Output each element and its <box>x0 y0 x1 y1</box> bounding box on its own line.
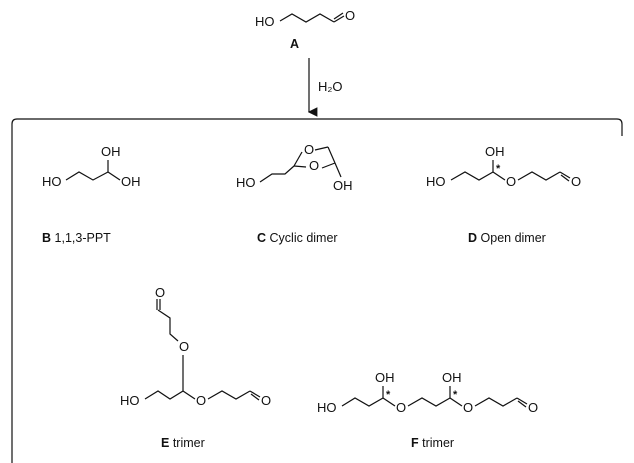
molecule-e-chain-left <box>144 367 184 400</box>
atom-ho: HO <box>317 400 337 415</box>
molecule-c-ring-bond5 <box>293 165 307 168</box>
desc-f: trimer <box>422 436 454 450</box>
atom-o1: O <box>304 142 314 157</box>
atom-oh1: OH <box>375 370 395 385</box>
molecule-f-bond-o2 <box>449 397 463 407</box>
molecule-c: HO O O OH <box>236 142 353 193</box>
atom-o: O <box>196 393 206 408</box>
desc-c: Cyclic dimer <box>270 231 338 245</box>
molecule-d-carbonyl-double <box>560 174 570 182</box>
atom-o: O <box>345 8 355 23</box>
caption-c: C Cyclic dimer <box>257 231 338 245</box>
molecule-a-carbonyl-bond <box>333 15 345 23</box>
caption-d: D Open dimer <box>468 231 546 245</box>
molecule-d-chain2 <box>517 171 561 181</box>
desc-e: trimer <box>173 436 205 450</box>
products-bracket <box>11 118 623 463</box>
atom-o-top: O <box>155 285 165 300</box>
atom-o-mid: O <box>179 339 189 354</box>
stereocenter-star-2: * <box>453 389 458 401</box>
label-d: D <box>468 231 477 245</box>
molecule-f-carbonyl-bond <box>516 397 528 405</box>
stereocenter-star-1: * <box>386 389 391 401</box>
atom-oh: OH <box>485 144 505 159</box>
atom-o2: O <box>309 158 319 173</box>
desc-b: 1,1,3-PPT <box>55 231 112 245</box>
atom-o-end: O <box>528 400 538 415</box>
atom-oh-top: OH <box>101 144 121 159</box>
molecule-d-carbonyl-bond <box>559 171 571 179</box>
molecule-f-chain2 <box>407 397 451 407</box>
caption-f: F trimer <box>411 436 454 450</box>
molecule-a-chain <box>279 13 335 23</box>
molecule-f-carbonyl-double <box>517 400 527 408</box>
atom-o1: O <box>396 400 406 415</box>
atom-ho: HO <box>236 175 256 190</box>
molecule-d-bond-o <box>492 171 506 181</box>
atom-ho: HO <box>120 393 140 408</box>
atom-oh-right: OH <box>121 174 141 189</box>
atom-o-end: O <box>261 393 271 408</box>
label-e: E <box>161 436 169 450</box>
atom-ho: HO <box>426 174 446 189</box>
stereocenter-star: * <box>496 163 501 175</box>
molecule-c-ring-bond2 <box>314 146 329 151</box>
molecule-c-ring-bond1 <box>293 151 303 167</box>
atom-o: O <box>506 174 516 189</box>
molecule-e: O O HO O O <box>120 285 271 408</box>
molecule-a-carbonyl-double <box>333 12 344 20</box>
molecule-c-ring-bond3 <box>327 146 336 164</box>
caption-b: B 1,1,3-PPT <box>42 231 111 245</box>
molecule-b-chain <box>65 171 109 181</box>
atom-o-end: O <box>571 174 581 189</box>
caption-e: E trimer <box>161 436 205 450</box>
molecule-e-bond-o <box>182 390 196 400</box>
molecule-b-bond-oh2 <box>107 171 121 181</box>
molecule-f-chain3 <box>474 397 518 407</box>
label-f: F <box>411 436 419 450</box>
molecule-a: HO O <box>255 8 355 29</box>
desc-d: Open dimer <box>481 231 546 245</box>
atom-ho: HO <box>255 14 275 29</box>
molecule-f-bond-o1 <box>382 397 396 407</box>
atom-o2: O <box>463 400 473 415</box>
molecule-f: HO OH * O OH * O O <box>317 370 538 415</box>
atom-oh: OH <box>333 178 353 193</box>
molecule-e-carbonyl-bond2 <box>249 390 261 398</box>
atom-oh2: OH <box>442 370 462 385</box>
molecule-c-bond-oh <box>334 162 342 178</box>
label-b: B <box>42 231 51 245</box>
atom-ho: HO <box>42 174 62 189</box>
molecule-c-chain <box>259 165 295 183</box>
molecule-e-chain-right <box>207 390 251 400</box>
molecule-e-chain-top <box>157 309 179 342</box>
molecule-f-chain1 <box>341 397 384 407</box>
molecule-d-chain <box>450 171 494 181</box>
molecule-d: HO OH * O O <box>426 144 581 189</box>
molecule-e-carbonyl-double2 <box>250 393 260 401</box>
label-c: C <box>257 231 266 245</box>
label-a: A <box>290 37 299 51</box>
molecule-b: HO OH OH <box>42 144 141 189</box>
molecule-c-ring-bond4 <box>321 162 336 169</box>
reagent-water: H₂O <box>318 79 343 94</box>
